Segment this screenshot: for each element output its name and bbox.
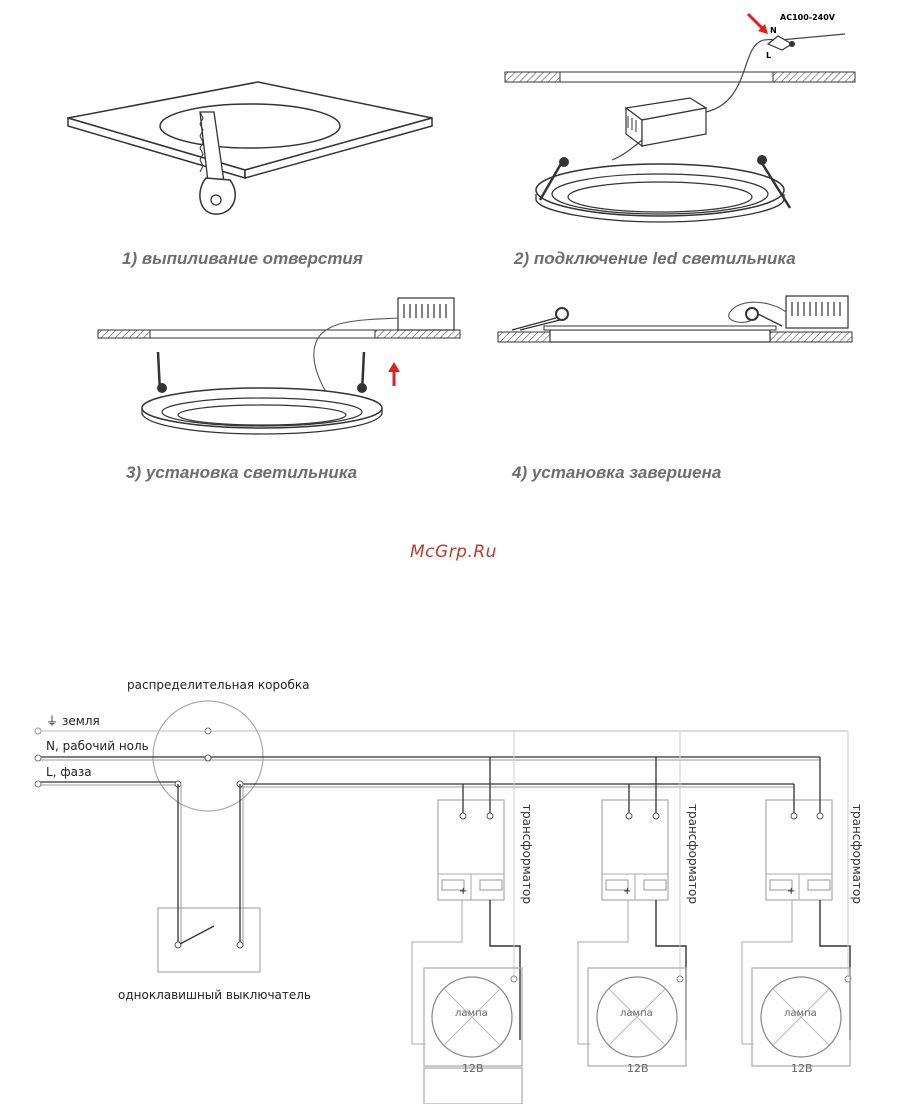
neutral-terminal-label: N: [770, 26, 777, 35]
transformer-label-3: трансформатор: [850, 804, 864, 904]
lamp-label-1: лампа: [455, 1008, 488, 1019]
phase-label: L, фаза: [46, 765, 92, 779]
neutral-label: N, рабочий ноль: [46, 739, 149, 753]
step2-illustration: AC100-240V N L: [504, 12, 856, 223]
step3-caption: 3) установка светильника: [126, 463, 358, 482]
earth-icon: ⏚: [46, 714, 59, 728]
junction-box: [152, 700, 264, 812]
plus-sign-2: +: [623, 886, 632, 897]
transformer-label-1: трансформатор: [520, 804, 534, 904]
transformer-label-2: трансформатор: [686, 804, 700, 904]
switch-label: одноклавишный выключатель: [118, 988, 312, 1002]
step1-caption: 1) выпиливание отверстия: [122, 249, 363, 268]
lamp-voltage-1: 12В: [462, 1062, 484, 1075]
plus-sign-3: +: [787, 886, 796, 897]
watermark: McGrp.Ru: [410, 542, 497, 562]
installation-steps-illustration: AC100-240V N L: [67, 12, 856, 435]
step1-illustration: [67, 81, 433, 215]
lamp-voltage-3: 12В: [791, 1062, 813, 1075]
step4-caption: 4) установка завершена: [512, 463, 722, 482]
lamp-label-2: лампа: [620, 1008, 653, 1019]
lamp-label-3: лампа: [784, 1008, 817, 1019]
earth-label: земля: [62, 714, 100, 728]
step3-illustration: [97, 297, 461, 435]
transformer-unit-1: [411, 731, 523, 1104]
voltage-label: AC100-240V: [780, 13, 836, 22]
single-switch: [157, 907, 261, 973]
step4-illustration: [497, 295, 853, 343]
junction-box-label: распределительная коробка: [127, 678, 310, 692]
plus-sign-1: +: [459, 886, 468, 897]
line-terminal-label: L: [766, 51, 771, 60]
wiring-diagram: [34, 700, 852, 1104]
lamp-voltage-2: 12В: [627, 1062, 649, 1075]
step2-caption: 2) подключение led светильника: [514, 249, 796, 268]
transformer-unit-3: [741, 731, 852, 1067]
transformer-unit-2: [577, 731, 687, 1067]
